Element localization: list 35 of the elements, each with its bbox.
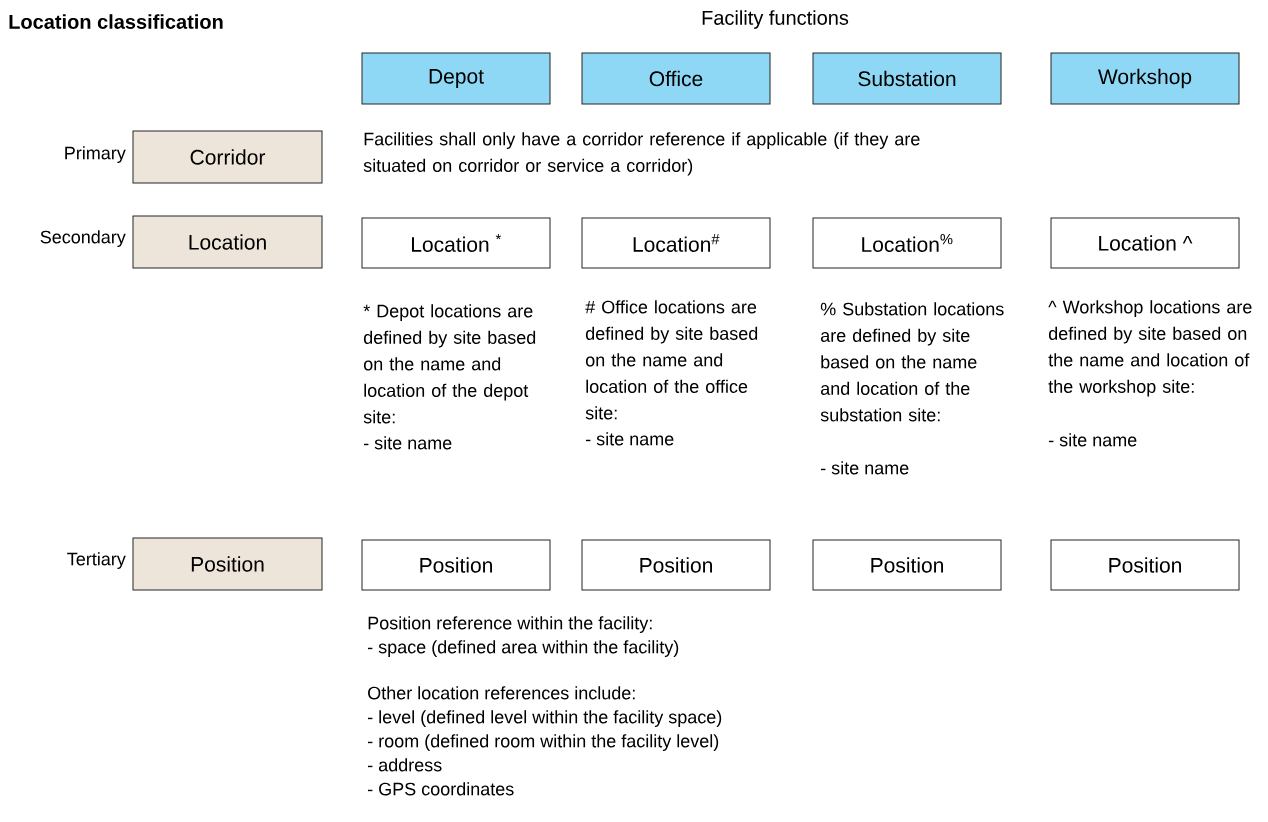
note-text: # Office locations are defined by site based on the name and location of the office site: bbox=[585, 300, 758, 420]
function-box: Substation bbox=[812, 52, 1002, 105]
position-box: Position bbox=[361, 539, 551, 591]
function-box: Depot bbox=[361, 52, 551, 105]
note-text: - GPS coordinates bbox=[368, 782, 514, 796]
note-text: - space (defined area within the facility) bbox=[368, 640, 679, 657]
function-box: Workshop bbox=[1050, 52, 1240, 105]
row-label: Secondary bbox=[40, 230, 126, 247]
note-text: * Depot locations are defined by site based on the name and location of the depot site: bbox=[363, 304, 536, 424]
level-box: Location bbox=[132, 215, 323, 269]
location-box: Location $^{*}$ bbox=[361, 217, 551, 269]
note-text: Facilities shall only have a corridor reference if applicable (if they are situated on corridor or service a corridor) bbox=[363, 132, 920, 176]
heading-text: Facility functions bbox=[702, 10, 849, 29]
level-box: Corridor bbox=[132, 130, 323, 184]
note-text: - address bbox=[368, 758, 442, 772]
position-box: Position bbox=[812, 539, 1002, 591]
level-box: Position bbox=[132, 537, 323, 591]
note-text: Position reference within the facility: bbox=[368, 616, 652, 633]
note-text: ^ Workshop locations are defined by site based on the name and location of the workshop site: bbox=[1048, 300, 1252, 397]
location-box: Location ^ bbox=[1050, 217, 1240, 269]
location-box: Location$^{%}$ bbox=[812, 217, 1002, 269]
note-text: - site name bbox=[364, 436, 452, 450]
function-box: Office bbox=[581, 52, 771, 105]
row-label: Primary bbox=[65, 146, 126, 163]
note-text: - level (defined level within the facility space) bbox=[368, 710, 722, 727]
note-text: % Substation locations are defined by site based on the name and location of the substation site: bbox=[820, 302, 1004, 422]
note-text: Other location references include: bbox=[368, 686, 635, 700]
position-box: Position bbox=[581, 539, 771, 591]
position-box: Position bbox=[1050, 539, 1240, 591]
location-box: Location$^{#}$ bbox=[581, 217, 771, 269]
note-text: - site name bbox=[586, 432, 674, 446]
note-text: - room (defined room within the facility level) bbox=[368, 734, 719, 751]
note-text: - site name bbox=[1049, 433, 1137, 447]
title-text: Location classification bbox=[9, 14, 223, 29]
note-text: - site name bbox=[821, 461, 909, 475]
